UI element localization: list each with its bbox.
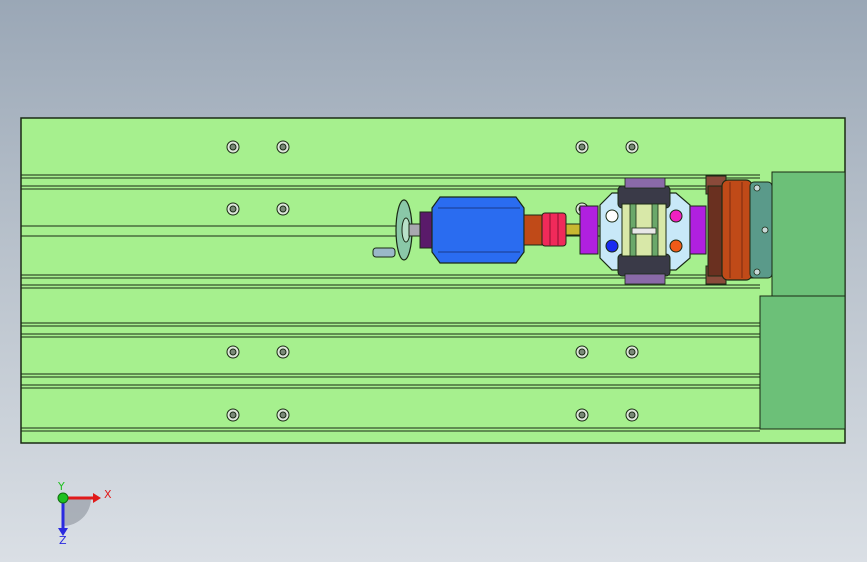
end-block-lower [759,295,846,430]
handwheel[interactable] [372,199,426,261]
fixture-side-plate-right [689,205,707,255]
bolt-hole [276,202,290,216]
x-axis-arrow [93,493,101,503]
motor-end-cap [419,211,433,249]
dyno-mount-plate [707,185,723,277]
dynamometer[interactable] [705,175,773,285]
y-axis-marker [57,492,69,504]
triad-shadow [63,498,91,526]
dyno-flange [721,179,753,281]
fixture-indicator-magenta [669,209,683,223]
coupling-body [541,212,567,247]
motor-housing [431,196,525,264]
test-fixture[interactable] [579,177,707,285]
end-block-upper [771,171,846,297]
fixture-indicator-white [605,209,619,223]
x-axis-label: X [104,488,112,501]
fixture-indicator-blue [605,239,619,253]
bolt-hole [226,408,240,422]
bolt-hole [276,140,290,154]
dyno-body [749,181,773,279]
bolt-hole [625,345,639,359]
bolt-hole [575,408,589,422]
fixture-clamp-bottom [617,253,671,277]
handwheel-handle [372,247,396,258]
motor[interactable] [419,196,543,264]
bolt-hole [575,140,589,154]
y-axis-label: Y [57,480,65,493]
bolt-hole [276,408,290,422]
coupling[interactable] [541,212,583,247]
end-support[interactable] [759,171,846,430]
coordinate-triad[interactable]: X Y Z [57,480,112,547]
mounting-holes [226,140,639,422]
bolt-hole [226,140,240,154]
bolt-hole [276,345,290,359]
bolt-hole [226,202,240,216]
fixture-side-plate-left [579,205,599,255]
z-axis-label: Z [59,534,67,547]
z-axis-arrow [58,528,68,536]
fixture-indicator-orange [669,239,683,253]
bolt-hole [625,140,639,154]
bolt-hole [226,345,240,359]
bolt-hole [625,408,639,422]
bolt-hole [575,345,589,359]
motor-front-flange [523,214,543,246]
